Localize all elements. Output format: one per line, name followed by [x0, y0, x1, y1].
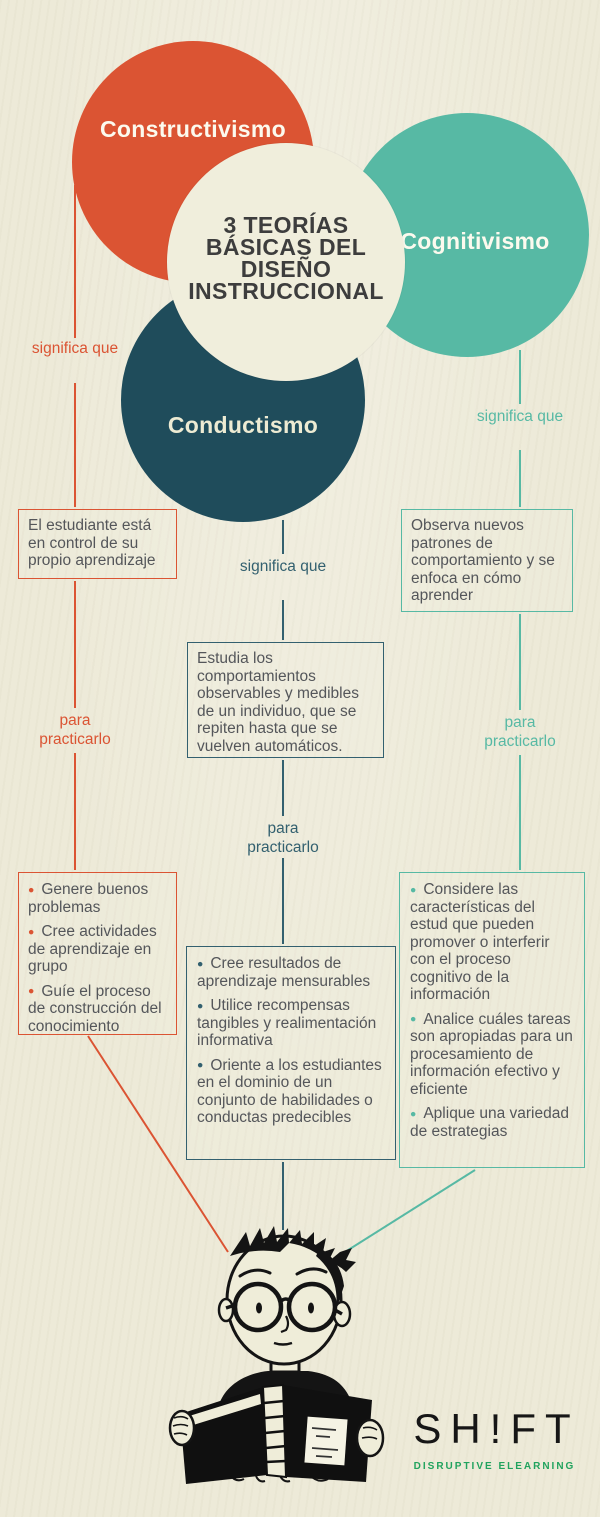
practice-item: Guíe el proceso de construcción del cono… [28, 983, 167, 1036]
para-practicarlo-label-cognitivismo: para practicarlo [484, 714, 556, 750]
open-book [168, 1383, 385, 1484]
constructivismo-label: Constructivismo [100, 116, 286, 142]
title-line-3: DISEÑO [240, 256, 332, 282]
definition-box-constructivismo: El estudiante está en control de su prop… [18, 509, 177, 579]
practices-box-conductismo: Cree resultados de aprendizaje mensurabl… [186, 946, 396, 1160]
shift-tagline: DISRUPTIVE ELEARNING [413, 1461, 576, 1472]
practice-item: Analice cuáles tareas son apropiadas par… [410, 1011, 574, 1099]
title-line-4: INSTRUCCIONAL [188, 278, 384, 304]
title-circle: 3 TEORÍAS BÁSICAS DEL DISEÑO INSTRUCCION… [167, 143, 405, 381]
practice-item: Utilice recompensas tangibles y realimen… [197, 997, 385, 1050]
significa-que-label-conductismo: significa que [239, 558, 327, 575]
definition-box-conductismo: Estudia los comportamientos observables … [187, 642, 384, 758]
para-practicarlo-label-constructivismo: para practicarlo [39, 712, 111, 748]
title-line-2: BÁSICAS DEL [205, 234, 367, 260]
definition-box-cognitivismo: Observa nuevos patrones de comportamient… [401, 509, 573, 612]
title-line-1: 3 TEORÍAS [223, 212, 349, 238]
practice-item: Genere buenos problemas [28, 881, 167, 916]
practices-box-constructivismo: Genere buenos problemas Cree actividades… [18, 872, 177, 1035]
conductismo-label: Conductismo [167, 412, 319, 438]
significa-que-label-constructivismo: significa que [31, 340, 119, 357]
boy-reading-illustration [168, 1226, 385, 1484]
practices-list-constructivismo: Genere buenos problemas Cree actividades… [28, 881, 167, 1035]
practice-item: Cree actividades de aprendizaje en grupo [28, 923, 167, 976]
practices-box-cognitivismo: Considere las características del estud … [399, 872, 585, 1168]
practice-item: Cree resultados de aprendizaje mensurabl… [197, 955, 385, 990]
shift-logo: SH!FT [413, 1405, 580, 1452]
practices-list-cognitivismo: Considere las características del estud … [410, 881, 574, 1140]
practice-item: Considere las características del estud … [410, 881, 574, 1004]
practice-item: Oriente a los estudiantes en el dominio … [197, 1057, 385, 1127]
glasses-icon [225, 1281, 343, 1333]
practice-item: Aplique una variedad de estrategias [410, 1105, 574, 1140]
page-title: 3 TEORÍAS BÁSICAS DEL DISEÑO INSTRUCCION… [167, 139, 405, 377]
para-practicarlo-label-conductismo: para practicarlo [247, 820, 319, 856]
cognitivismo-label: Cognitivismo [400, 228, 550, 254]
practices-list-conductismo: Cree resultados de aprendizaje mensurabl… [197, 955, 385, 1127]
significa-que-label-cognitivismo: significa que [476, 408, 564, 425]
